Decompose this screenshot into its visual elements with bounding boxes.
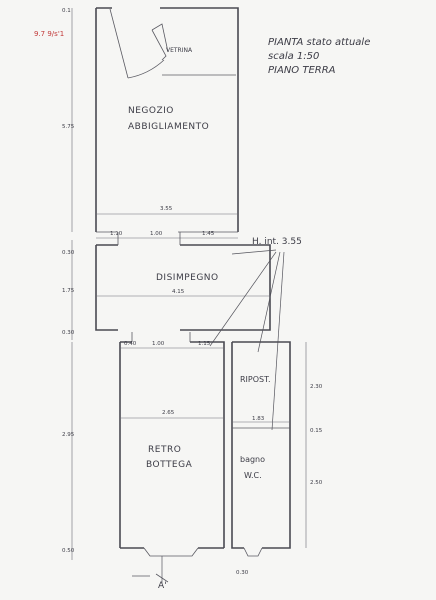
dim-lower-a: 0.40	[124, 341, 137, 347]
corner-mark: 9.7 9/s'1	[34, 30, 64, 38]
label-ripost: RIPOST.	[240, 375, 271, 384]
dim-bottom-wall: 0.50	[62, 548, 75, 554]
dim-ripost-width: 1.83	[252, 416, 265, 422]
label-negozio: NEGOZIO	[128, 106, 174, 116]
dim-opening-mid: 1.00	[150, 231, 163, 237]
room-ripost-bagno	[231, 341, 291, 557]
dim-bagno-height: 2.50	[310, 480, 323, 486]
label-bottega: BOTTEGA	[146, 460, 193, 470]
room-retro-bottega	[119, 332, 225, 557]
dim-opening-left: 1.10	[110, 231, 123, 237]
room-negozio	[95, 7, 239, 233]
plan-floor: PIANO TERRA	[268, 65, 336, 76]
dim-negozio-width: 3.55	[160, 206, 173, 212]
dim-wall-1: 0.30	[62, 250, 75, 256]
label-retro: RETRO	[148, 445, 181, 455]
dim-opening-right: 1.45	[202, 231, 215, 237]
label-vetrina: VETRINA	[166, 47, 193, 54]
label-wc: W.C.	[244, 471, 262, 480]
label-abbigliamento: ABBIGLIAMENTO	[128, 122, 209, 132]
label-bagno: bagno	[240, 455, 265, 464]
dim-disimpegno-width: 4.15	[172, 289, 185, 295]
dim-wall-2: 0.30	[62, 330, 75, 336]
dim-lower-b: 1.00	[152, 341, 165, 347]
dim-retro-width: 2.65	[162, 410, 175, 416]
dim-negozio-height: 5.75	[62, 124, 75, 130]
dim-lower-c: 1.15	[198, 341, 211, 347]
section-marker: A'	[158, 581, 167, 591]
dim-bottom-right: 0.30	[236, 570, 249, 576]
room-disimpegno	[95, 232, 271, 331]
plan-scale: scala 1:50	[268, 51, 319, 62]
label-disimpegno: DISIMPEGNO	[156, 273, 219, 283]
plan-title: PIANTA stato attuale	[268, 37, 370, 48]
dim-disimpegno-height: 1.75	[62, 288, 75, 294]
dim-wall-3: 0.15	[310, 428, 323, 434]
dim-top-small: 0.1	[62, 8, 71, 14]
dim-retro-height: 2.95	[62, 432, 75, 438]
dim-ripost-height: 2.30	[310, 384, 323, 390]
label-height: H. int. 3.55	[252, 237, 302, 247]
